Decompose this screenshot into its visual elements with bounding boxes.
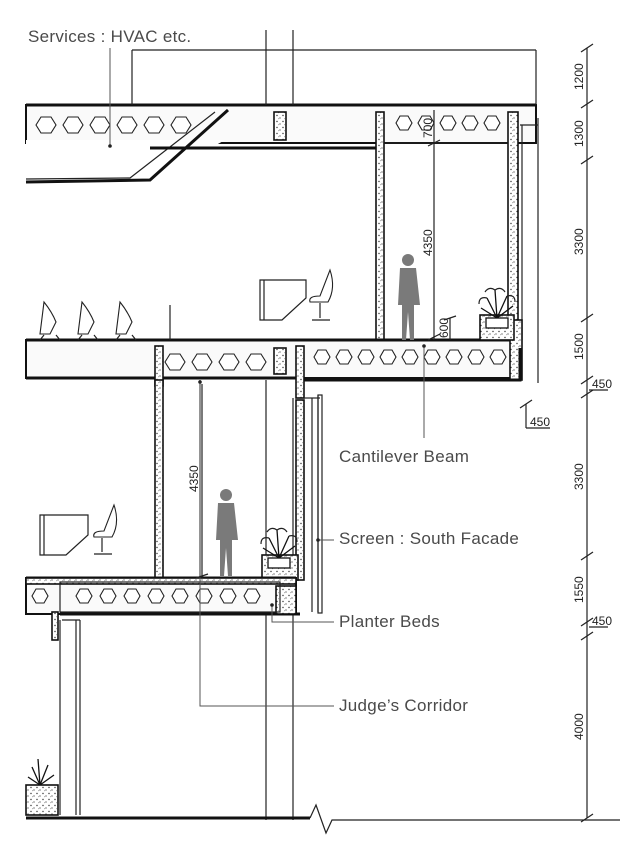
office-chair-icon (93, 503, 118, 555)
label-cantilever-beam: Cantilever Beam (339, 447, 469, 466)
dim-upper-700: 700 (421, 118, 435, 138)
chair-icon (115, 300, 137, 341)
dim-right-1: 1200 (572, 63, 586, 90)
lower-level-furniture (39, 503, 118, 556)
label-planter-beds: Planter Beds (339, 612, 440, 631)
south-facade-screen (317, 394, 323, 614)
dim-upper-600: 600 (437, 318, 451, 338)
chair-icon (77, 300, 99, 341)
person-icon (216, 489, 238, 576)
middle-floor-slab (25, 319, 523, 399)
upper-columns (131, 30, 537, 105)
label-services: Services : HVAC etc. (28, 27, 191, 46)
ground-level (25, 611, 620, 835)
dim-right-6: 1550 (572, 576, 586, 603)
dim-right-2: 1300 (572, 120, 586, 147)
middle-hex-voids (164, 349, 507, 371)
label-screen-south-facade: Screen : South Facade (339, 529, 519, 548)
desk-icon (39, 514, 89, 556)
leader-lines (108, 48, 426, 707)
dim-offset-3: 450 (592, 614, 612, 628)
dim-upper-4350: 4350 (421, 229, 435, 256)
upper-roof-slab (25, 103, 537, 184)
planter-bed-icon (260, 527, 299, 581)
room-height-dimensions (195, 110, 457, 579)
lower-floor-slab (25, 576, 300, 616)
right-dimension-chain (519, 43, 608, 823)
upper-room-walls (375, 111, 539, 383)
upper-hex-voids (35, 115, 501, 134)
dim-right-3: 3300 (572, 228, 586, 255)
service-duct (26, 140, 225, 182)
dim-offset-1: 450 (592, 377, 612, 391)
planter-bed-icon (478, 287, 516, 341)
dim-right-4: 1500 (572, 333, 586, 360)
lower-hex-voids (31, 588, 261, 604)
person-icon (398, 254, 420, 340)
dim-right-5: 3300 (572, 463, 586, 490)
dim-right-7: 4000 (572, 713, 586, 740)
desk-icon (259, 279, 307, 321)
dim-offset-2: 450 (530, 415, 550, 429)
dim-lower-4350: 4350 (187, 465, 201, 492)
label-judges-corridor: Judge’s Corridor (339, 696, 468, 715)
upper-level-furniture (39, 268, 334, 341)
chair-icon (39, 300, 61, 341)
office-chair-icon (309, 268, 334, 321)
